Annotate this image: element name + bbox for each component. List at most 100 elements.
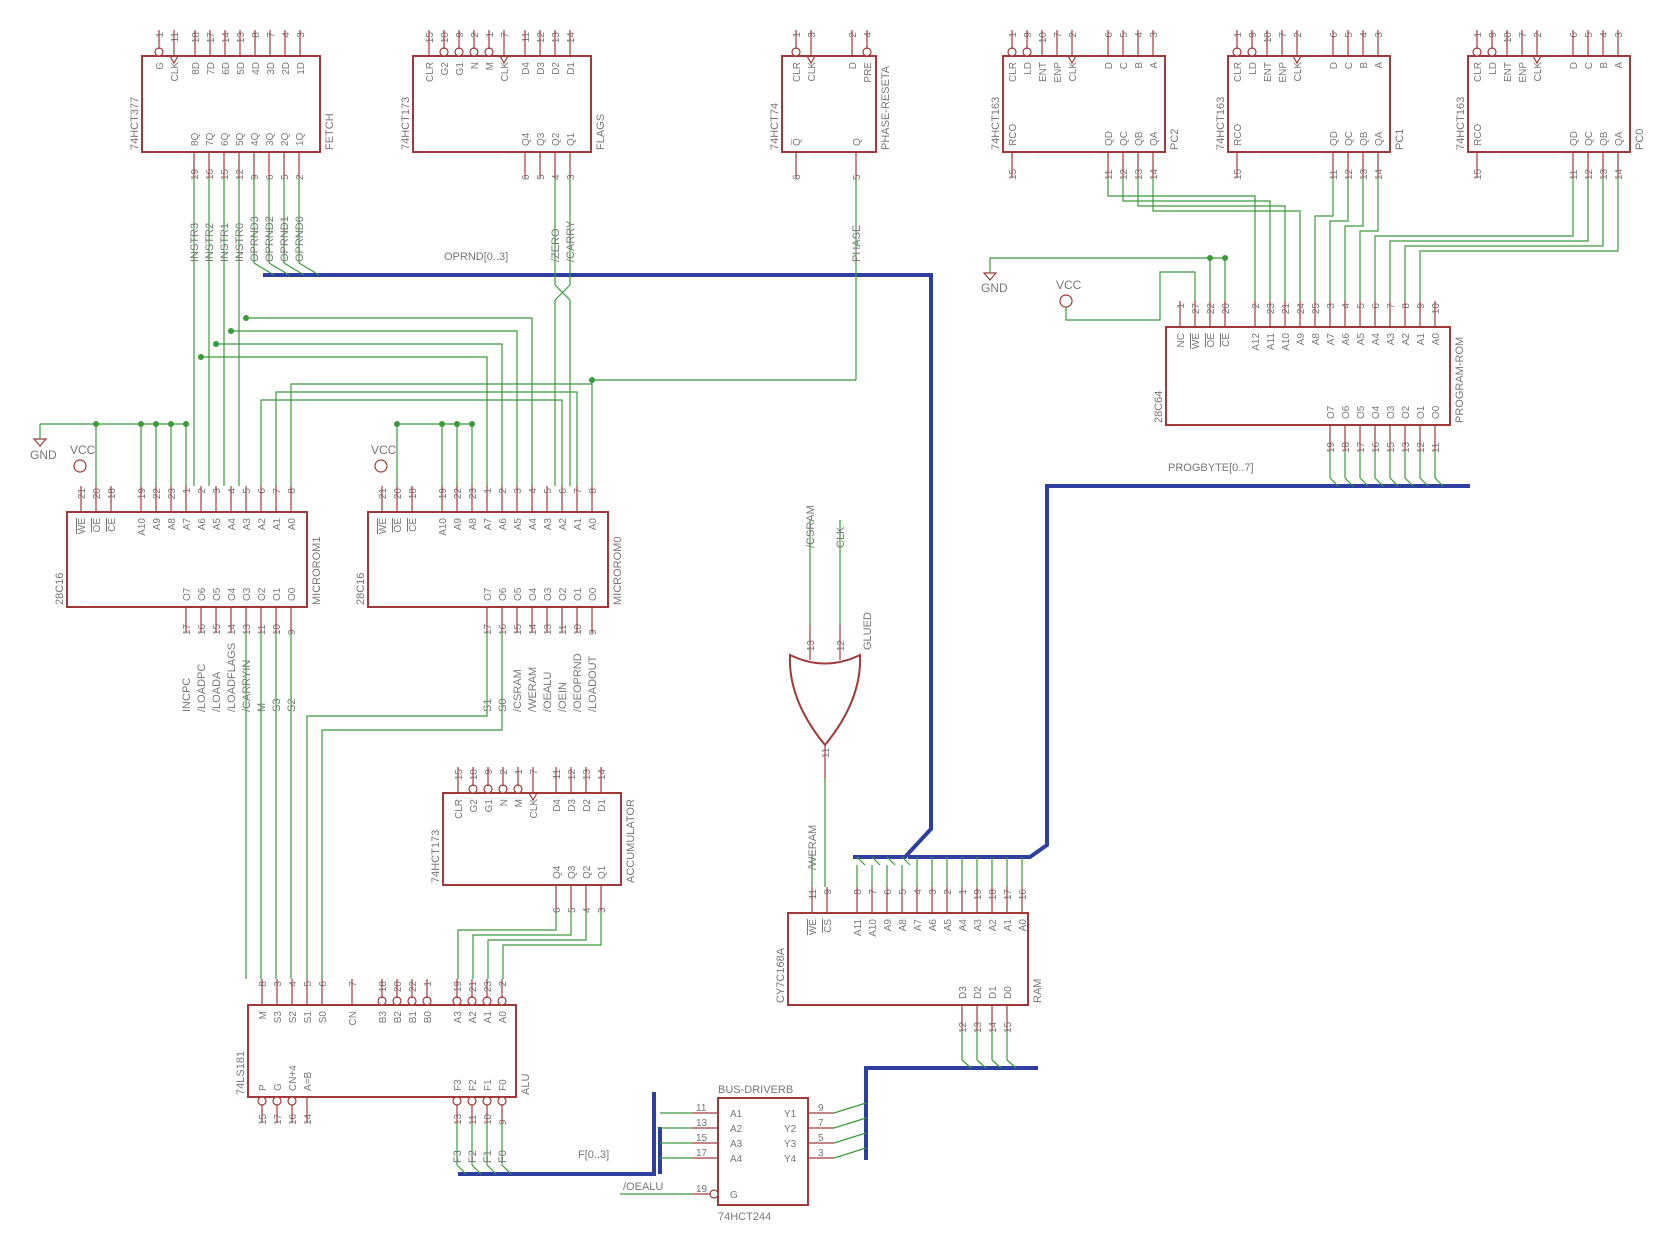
pin-number: 16 — [498, 623, 509, 635]
wire — [989, 257, 1226, 301]
pin-number: 14 — [227, 623, 238, 635]
pin-number: 2 — [499, 769, 510, 775]
chip-ram[interactable]: 11WE9CS8A117A106A95A84A73A62A51A419A318A… — [775, 889, 1044, 1033]
gnd-symbol — [982, 272, 998, 281]
pin-number: 12 — [536, 32, 547, 44]
chip-name: BUS-DRIVERB — [718, 1084, 793, 1096]
signal-label: /LOADFLAGS — [226, 643, 238, 712]
pin-label: A2 — [257, 518, 268, 531]
chip-name: PC1 — [1394, 129, 1406, 150]
pin-number: 16 — [1018, 889, 1029, 901]
chip-pc2[interactable]: 1CLR9LD10ENT7ENP2CLK6D5C4B3A15RCO11QD12Q… — [990, 32, 1181, 180]
or-gate-body — [788, 653, 862, 747]
pin-number: 7 — [348, 981, 359, 987]
wire — [1344, 178, 1364, 301]
pin-label: A6 — [197, 518, 208, 531]
pin-label: A4 — [730, 1154, 743, 1165]
pin-label: F3 — [453, 1079, 464, 1091]
pin-number: 11 — [170, 32, 181, 43]
pin-label: QB — [1359, 131, 1370, 146]
pin-label: M — [485, 62, 496, 70]
chip-pc0[interactable]: 1CLR9LD10ENT7ENP2CLK6D5C4B3A15RCO11QD12Q… — [1455, 32, 1646, 180]
gnd-label: GND — [981, 281, 1008, 295]
wire — [833, 1117, 867, 1129]
pin-label: O7 — [483, 587, 494, 601]
inversion-bubble — [257, 1096, 267, 1106]
pin-number: 15 — [220, 168, 231, 180]
vcc-label: VCC — [371, 443, 397, 457]
pin-number: 6 — [521, 174, 532, 180]
pin-label: ENP — [1278, 62, 1289, 83]
pin-label: A3 — [453, 1011, 464, 1024]
signal-label: /CARRYIN — [241, 660, 253, 712]
chip-microrom1[interactable]: 21WE20OE18CE19A1022A923A81A72A63A54A45A3… — [54, 488, 323, 635]
pin-label: CLK — [807, 62, 818, 82]
pin-number: 4 — [1599, 32, 1610, 38]
pin-number: 13 — [582, 769, 593, 781]
chip-program-rom[interactable]: 1NC27WE22OE20CE2A1223A1121A1024A925A83A7… — [1153, 303, 1466, 453]
pin-label: ENT — [1503, 62, 1514, 82]
signal-label: INSTR0 — [234, 223, 246, 262]
pin-number: 13 — [242, 623, 253, 635]
pin-number: 15 — [1008, 168, 1019, 180]
pin-number: 9 — [1488, 32, 1499, 38]
wire — [1404, 477, 1414, 487]
pin-number: 10 — [1263, 32, 1274, 44]
pin-number: 20 — [393, 981, 404, 993]
chip-pc1[interactable]: 1CLR9LD10ENT7ENP2CLK6D5C4B3A15RCO11QD12Q… — [1215, 32, 1406, 180]
pin-label: CLR — [1233, 62, 1244, 82]
pin-number: 13 — [806, 640, 817, 652]
pin-number: 4 — [528, 488, 539, 494]
pin-number: 1 — [423, 981, 434, 987]
inversion-bubble — [483, 784, 493, 794]
wire — [1434, 477, 1444, 487]
pin-label: A10 — [868, 919, 879, 937]
wire — [1404, 178, 1604, 301]
pin-label: CE — [1221, 333, 1232, 347]
pin-number: 6 — [1104, 32, 1115, 38]
signal-label: S2 — [286, 699, 298, 712]
chip-alu[interactable]: 8M3S34S25S16S07CN18B320B222B11B019A321A2… — [235, 981, 532, 1125]
inversion-bubble — [497, 996, 507, 1006]
chip-body — [1165, 326, 1451, 426]
pin-label: G — [730, 1190, 738, 1201]
chip-flags[interactable]: 15CLR10G29G12N1M7CLK11D412D313D214D16Q45… — [400, 32, 607, 180]
chip-body — [141, 55, 321, 153]
pin-number: 9 — [1416, 303, 1427, 309]
inversion-bubble — [454, 47, 464, 57]
wire — [1344, 477, 1354, 487]
pin-label: P — [258, 1084, 269, 1091]
chip-fetch[interactable]: 1G11CLK188D177D146D135D84D73D42D31D198Q1… — [129, 32, 336, 180]
pin-number: 21 — [468, 981, 479, 993]
chip-body — [717, 1097, 809, 1206]
pin-label: C — [1344, 62, 1355, 69]
pin-label: M — [514, 799, 525, 807]
inversion-bubble — [497, 1096, 507, 1106]
chip-microrom0[interactable]: 21WE20OE18CE19A1022A923A81A72A63A54A45A3… — [355, 488, 624, 635]
pin-label: 3Q — [265, 132, 276, 146]
gate-name: GLUED — [862, 612, 874, 650]
pin-label: O3 — [242, 587, 253, 601]
pin-number: 17 — [1356, 441, 1367, 453]
inversion-bubble — [287, 1096, 297, 1106]
wire — [486, 1164, 497, 1175]
pin-number: 12 — [836, 640, 847, 652]
pin-label: ENT — [1038, 62, 1049, 82]
pin-number: 12 — [1119, 168, 1130, 180]
pin-label: N — [499, 799, 510, 806]
pin-number: 23 — [483, 981, 494, 993]
pin-number: 10 — [1431, 303, 1442, 315]
pin-number: 9 — [823, 889, 834, 895]
pin-number: 15 — [1473, 168, 1484, 180]
pin-number: 15 — [454, 769, 465, 781]
junction-dot — [1222, 255, 1228, 261]
pin-label: D2 — [582, 799, 593, 812]
chip-ref: 74HCT377 — [129, 97, 141, 150]
pin-number: 8 — [1401, 303, 1412, 309]
pin-number: 12 — [958, 1021, 969, 1033]
pin-label: O3 — [1386, 405, 1397, 419]
chip-bus-driverb[interactable]: BUS-DRIVERB74HCT24411A113A215A317A49Y17Y… — [696, 1084, 824, 1223]
pin-label: A1 — [272, 518, 283, 531]
